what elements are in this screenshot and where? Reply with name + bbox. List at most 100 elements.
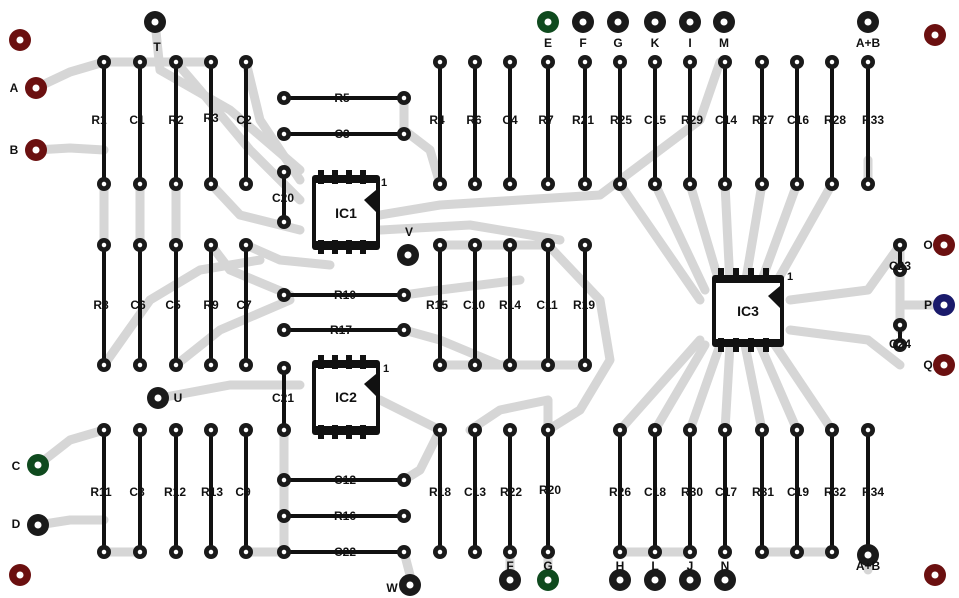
label-r27: R27 (752, 113, 774, 127)
label-r20: R20 (539, 483, 561, 497)
component-pad-hole (759, 59, 765, 65)
component-pad-hole (582, 242, 588, 248)
trace-ic3-r27 (740, 179, 767, 290)
component-pad-hole (722, 181, 728, 187)
connector-g-top-label: G (613, 36, 622, 50)
component-pad-hole (617, 427, 623, 433)
label-r14: R14 (499, 298, 521, 312)
connector-b-label: B (10, 143, 19, 157)
label-c1: C1 (129, 113, 145, 127)
ic1-pin1-marker: 1 (381, 177, 387, 189)
trace-r5-r4 (399, 93, 445, 189)
component-pad-hole (829, 427, 835, 433)
connector-w-label: W (386, 581, 398, 595)
connector-pad-hole (506, 576, 514, 584)
component-pad-hole (208, 59, 214, 65)
component-pad-hole (281, 327, 287, 333)
label-c24: C24 (889, 337, 911, 351)
connector-apb-bottom-label: A+B (856, 559, 881, 573)
component-pad-hole (437, 181, 443, 187)
trace-c5-r10 (171, 295, 295, 370)
connector-n-label: N (721, 559, 730, 573)
label-c5: C5 (165, 298, 181, 312)
connector-p-label: P (924, 298, 932, 312)
connector-i-label: I (688, 36, 691, 50)
connector-pad-hole (151, 18, 159, 26)
component-pad-hole (281, 513, 287, 519)
component-pad-hole (101, 427, 107, 433)
component-pad-hole (759, 549, 765, 555)
component-pad-hole (794, 427, 800, 433)
component-pad-hole (652, 549, 658, 555)
label-r5: R5 (334, 91, 350, 105)
component-pad-hole (437, 242, 443, 248)
connector-pad-hole (864, 551, 872, 559)
component-pad-hole (472, 181, 478, 187)
connector-l-label: L (651, 559, 658, 573)
label-c7: C7 (236, 298, 252, 312)
trace-ic3-c17 (720, 340, 735, 435)
component-pad-hole (137, 362, 143, 368)
component-pad-hole (865, 59, 871, 65)
component-pad-hole (401, 327, 407, 333)
label-r17: R17 (330, 323, 352, 337)
component-pad-hole (137, 181, 143, 187)
component-pad-hole (687, 59, 693, 65)
connector-pad-hole (32, 146, 40, 154)
connector-pad-hole (32, 84, 40, 92)
connector-pad-hole (686, 576, 694, 584)
component-pad-hole (281, 169, 287, 175)
component-pad-hole (897, 322, 903, 328)
component-pad-hole (173, 362, 179, 368)
component-pad-hole (281, 477, 287, 483)
trace-ic3-c18 (650, 340, 710, 435)
connector-o-label: O (923, 238, 932, 252)
component-pad-hole (243, 181, 249, 187)
connector-f-label: F (506, 559, 513, 573)
connector-apb-top-label: A+B (856, 36, 881, 50)
label-r9: R9 (203, 298, 219, 312)
connector-pad-hole (579, 18, 587, 26)
ic3-package (712, 268, 784, 352)
connector-d-label: D (12, 517, 21, 531)
connector-j-label: J (687, 559, 694, 573)
component-pad-hole (897, 267, 903, 273)
ic3-pin1-marker: 1 (787, 271, 793, 283)
component-pad-hole (687, 549, 693, 555)
component-pad-hole (582, 362, 588, 368)
component-pad-hole (617, 59, 623, 65)
connector-pad-hole (404, 251, 412, 259)
label-c12: C12 (334, 473, 356, 487)
label-r26: R26 (609, 485, 631, 499)
connector-f-top-label: F (579, 36, 586, 50)
connector-pad-hole (940, 241, 948, 249)
connector-a-label: A (10, 81, 19, 95)
component-pad-hole (208, 362, 214, 368)
label-c21: C21 (272, 391, 294, 405)
component-pad-hole (173, 242, 179, 248)
trace-c2-ic1 (241, 57, 305, 185)
component-pad-hole (617, 181, 623, 187)
component-pad-hole (865, 427, 871, 433)
label-r15: R15 (426, 298, 448, 312)
label-c22: C22 (334, 545, 356, 559)
component-pad-hole (243, 59, 249, 65)
label-c14: C14 (715, 113, 737, 127)
component-pad-hole (401, 131, 407, 137)
trace-ic3-r28 (770, 179, 837, 290)
component-pad-hole (722, 427, 728, 433)
connector-pad-hole (34, 461, 42, 469)
component-pad-hole (173, 181, 179, 187)
label-r12: R12 (164, 485, 186, 499)
connector-pad-hole (940, 301, 948, 309)
connector-pad-hole (720, 18, 728, 26)
label-r2: R2 (168, 113, 184, 127)
label-r18: R18 (429, 485, 451, 499)
component-pad-hole (243, 549, 249, 555)
component-pad-hole (794, 549, 800, 555)
trace-a (31, 57, 109, 93)
component-pad-hole (243, 362, 249, 368)
ic2-pin1-marker: 1 (383, 363, 389, 375)
component-pad-hole (281, 549, 287, 555)
